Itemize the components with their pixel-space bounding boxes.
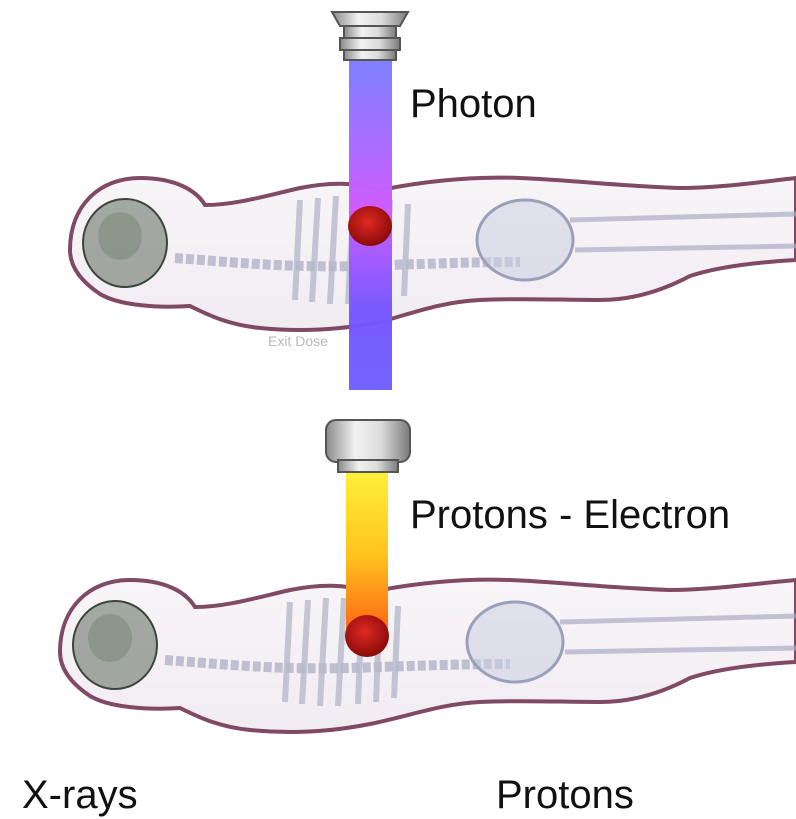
- protons-electron-label: Protons - Electron: [410, 495, 730, 535]
- proton-patient-figure: [60, 580, 796, 732]
- proton-nozzle-icon: [326, 420, 410, 472]
- pelvis-shape: [477, 200, 573, 280]
- tumor-icon: [348, 206, 392, 246]
- pelvis-shape: [467, 602, 563, 682]
- tumor-icon: [345, 615, 389, 657]
- photon-label: Photon: [410, 84, 537, 124]
- photon-patient-figure: [70, 178, 796, 330]
- proton-beam: [346, 472, 388, 640]
- protons-label: Protons: [496, 775, 634, 815]
- xrays-label: X-rays: [22, 775, 138, 815]
- linac-nozzle-icon: [332, 12, 408, 60]
- exit-dose-label: Exit Dose: [268, 334, 328, 348]
